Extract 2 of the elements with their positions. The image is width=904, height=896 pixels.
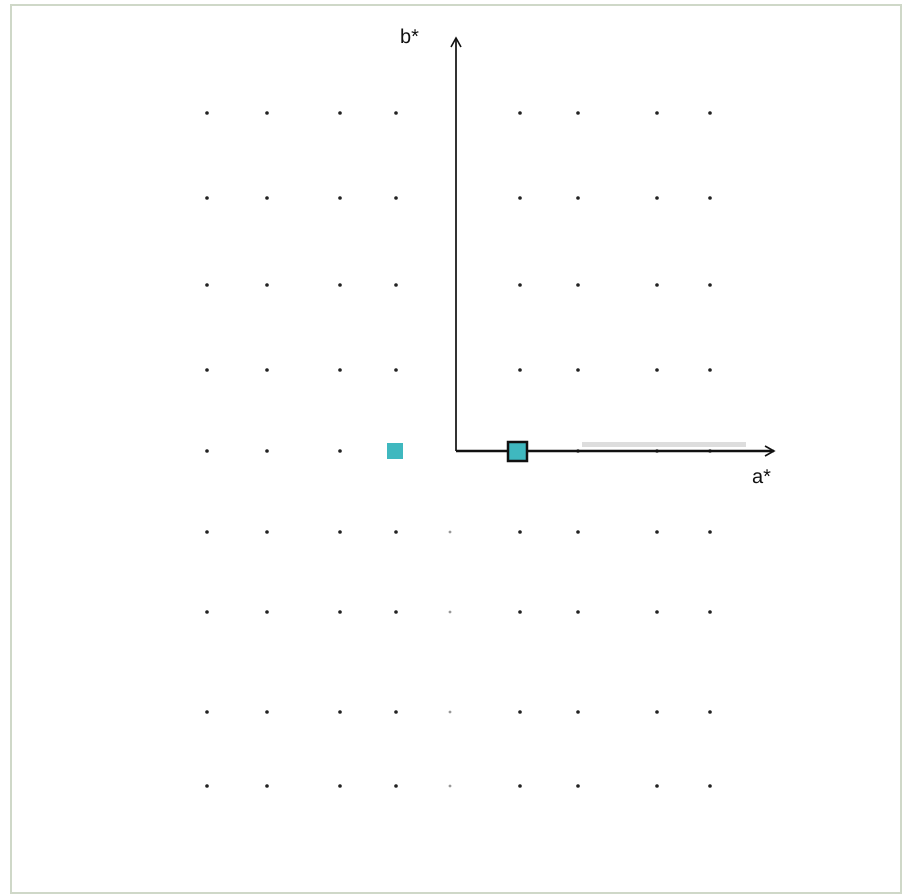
axis-label: b* — [400, 26, 419, 49]
axis-label: a* — [752, 466, 771, 489]
